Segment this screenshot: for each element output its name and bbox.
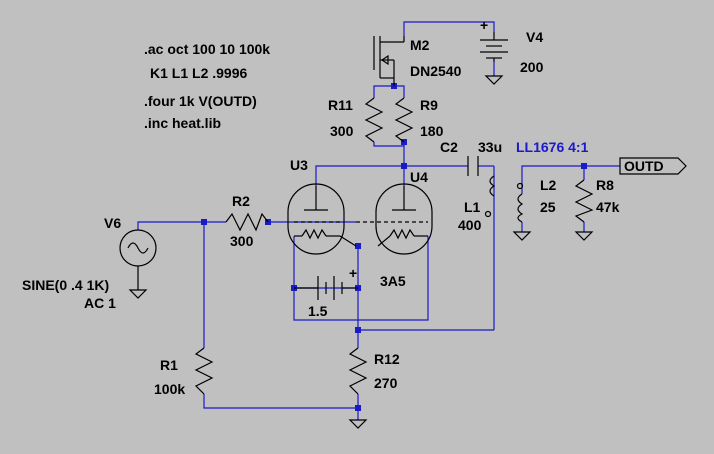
r1-value-label: 100k <box>154 381 185 397</box>
heater-battery: + <box>294 265 358 300</box>
l1-value-label: 400 <box>458 217 482 233</box>
r8-value-label: 47k <box>596 199 620 215</box>
r11-ref-label: R11 <box>328 97 353 113</box>
r1-ref-label: R1 <box>160 357 178 373</box>
r11-value-label: 300 <box>330 123 354 139</box>
r12-ref-label: R12 <box>374 351 400 367</box>
r12-resistor <box>348 347 368 395</box>
l2-value-label: 25 <box>540 199 556 215</box>
u3-ref-label: U3 <box>290 157 308 173</box>
c2-value-label: 33u <box>478 139 502 155</box>
r9-value-label: 180 <box>420 123 444 139</box>
l2-ref-label: L2 <box>540 177 557 193</box>
directives: .ac oct 100 10 100k K1 L1 L2 .9996 .four… <box>144 41 270 131</box>
r8-resistor <box>574 179 594 223</box>
v4-ref-label: V4 <box>526 29 543 45</box>
v6-ref-label: V6 <box>104 215 121 231</box>
r12-value-label: 270 <box>374 375 398 391</box>
ground-r8 <box>574 231 594 241</box>
u4-tube <box>356 183 433 255</box>
u4-ref-label: U4 <box>410 169 428 185</box>
u3-tube <box>287 183 357 255</box>
r2-ref-label: R2 <box>232 193 250 209</box>
c2-capacitor <box>467 156 479 176</box>
m2-mosfet <box>373 36 405 86</box>
r8-ref-label: R8 <box>596 177 614 193</box>
wires <box>137 21 620 420</box>
svg-text:+: + <box>480 17 488 33</box>
svg-text:+: + <box>349 265 357 281</box>
r2-value-label: 300 <box>230 233 254 249</box>
m2-ref-label: M2 <box>410 37 430 53</box>
transformer-primary-l1 <box>484 175 496 218</box>
c2-ref-label: C2 <box>440 139 458 155</box>
l1-ref-label: L1 <box>464 199 481 215</box>
v4-battery: + <box>480 17 508 62</box>
transformer-secondary-l2 <box>516 182 524 223</box>
r9-resistor <box>394 97 414 143</box>
transformer-label: LL1676 4:1 <box>516 139 589 155</box>
r2-resistor <box>225 212 269 232</box>
directive-ac: .ac oct 100 10 100k <box>144 41 270 57</box>
directive-inc: .inc heat.lib <box>144 115 221 131</box>
heater-value-label: 1.5 <box>308 303 328 319</box>
ground-v4 <box>484 75 504 85</box>
v6-source <box>119 229 157 299</box>
tube-type-label: 3A5 <box>380 273 406 289</box>
m2-part-label: DN2540 <box>410 63 462 79</box>
r11-resistor <box>364 97 384 143</box>
directive-four: .four 1k V(OUTD) <box>144 93 257 109</box>
r1-resistor <box>194 347 214 395</box>
v6-ac-label: AC 1 <box>84 295 116 311</box>
v6-value-label: SINE(0 .4 1K) <box>22 277 109 293</box>
ground-l2 <box>512 231 532 241</box>
outd-net-label: OUTD <box>624 158 664 174</box>
v4-value-label: 200 <box>520 59 544 75</box>
r9-ref-label: R9 <box>420 97 438 113</box>
directive-coupling: K1 L1 L2 .9996 <box>150 65 247 81</box>
ground-r12 <box>348 419 368 429</box>
outd-net-flag <box>619 157 687 175</box>
